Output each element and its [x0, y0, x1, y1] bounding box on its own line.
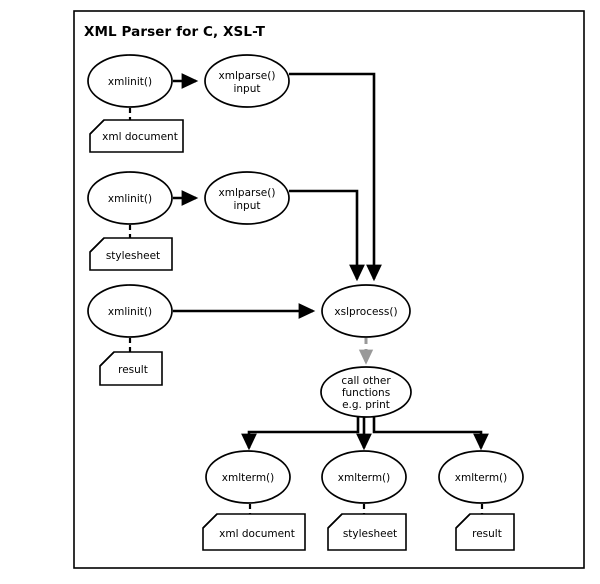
ellipse-shape — [321, 450, 407, 504]
node-label: xmlinit() — [108, 306, 152, 318]
note-fold-corner-icon — [327, 513, 343, 529]
node-xmlterm-3[interactable]: xmlterm() — [438, 450, 524, 504]
note-label: xml document — [102, 131, 178, 143]
ellipse-shape — [204, 54, 290, 108]
note-xml-document-top[interactable]: xml document — [89, 119, 184, 153]
page-title: XML Parser for C, XSL-T — [84, 24, 266, 40]
note-stylesheet-bottom[interactable]: stylesheet — [327, 513, 407, 551]
node-label: xmlterm() — [455, 472, 508, 484]
ellipse-shape — [204, 171, 290, 225]
ellipse-shape — [87, 284, 173, 338]
node-xmlterm-2[interactable]: xmlterm() — [321, 450, 407, 504]
node-label-line3: e.g. print — [342, 399, 390, 411]
node-label: xmlterm() — [338, 472, 391, 484]
ellipse-shape — [87, 54, 173, 108]
ellipse-shape — [321, 284, 411, 338]
note-label: result — [118, 364, 148, 376]
note-fold-corner-icon — [99, 351, 115, 367]
node-call-other-functions[interactable]: call other functions e.g. print — [320, 366, 412, 418]
node-label-line1: xmlparse() — [219, 187, 276, 199]
node-xmlinit-2[interactable]: xmlinit() — [87, 171, 173, 225]
ellipse-shape — [87, 171, 173, 225]
note-fold-corner-icon — [89, 119, 105, 135]
ellipse-shape — [320, 366, 412, 418]
node-label-line2: input — [233, 200, 260, 212]
note-label: stylesheet — [106, 250, 160, 262]
node-label: xslprocess() — [334, 306, 397, 318]
node-label-line2: functions — [342, 387, 390, 399]
node-label: xmlterm() — [222, 472, 275, 484]
node-label-line1: call other — [341, 375, 391, 387]
node-xmlinit-1[interactable]: xmlinit() — [87, 54, 173, 108]
node-xmlterm-1[interactable]: xmlterm() — [205, 450, 291, 504]
note-fold-corner-icon — [89, 237, 105, 253]
note-xml-document-bottom[interactable]: xml document — [202, 513, 306, 551]
note-label: stylesheet — [343, 528, 397, 540]
edge-call-other-term1 — [241, 417, 360, 451]
node-label-line2: input — [233, 83, 260, 95]
note-fold-corner-icon — [202, 513, 218, 529]
diagram-frame — [73, 10, 585, 569]
note-label: xml document — [219, 528, 295, 540]
node-label-line1: xmlparse() — [219, 70, 276, 82]
note-stylesheet-mid[interactable]: stylesheet — [89, 237, 173, 271]
node-label: xmlinit() — [108, 76, 152, 88]
node-label: xmlinit() — [108, 193, 152, 205]
ellipse-shape — [438, 450, 524, 504]
edge-call-other-term3 — [372, 417, 489, 451]
note-result-bottom[interactable]: result — [455, 513, 515, 551]
edge-parse1-xslprocess — [289, 72, 382, 282]
ellipse-shape — [205, 450, 291, 504]
note-result-left[interactable]: result — [99, 351, 163, 386]
edge-parse2-xslprocess — [289, 189, 365, 282]
node-xmlparse-2[interactable]: xmlparse() input — [204, 171, 290, 225]
node-xmlinit-3[interactable]: xmlinit() — [87, 284, 173, 338]
note-fold-corner-icon — [455, 513, 471, 529]
note-label: result — [472, 528, 502, 540]
node-xslprocess[interactable]: xslprocess() — [321, 284, 411, 338]
node-xmlparse-1[interactable]: xmlparse() input — [204, 54, 290, 108]
